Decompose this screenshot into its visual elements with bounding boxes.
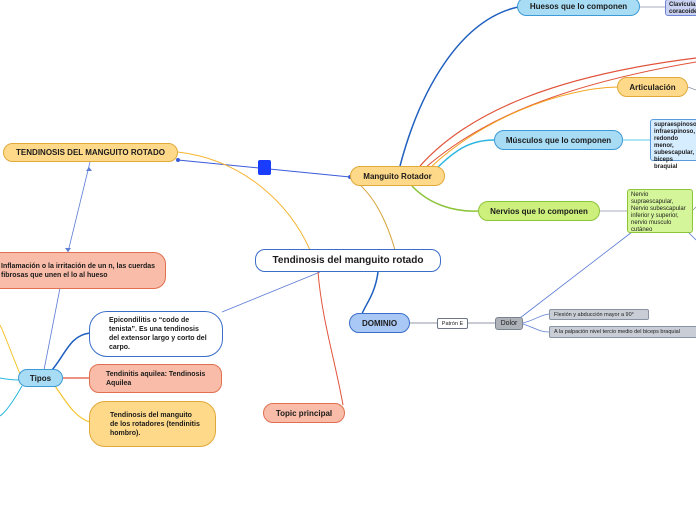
link-central-dominio [361,271,379,315]
dolor-label: Dolor [500,320,518,327]
link-central-manguito [349,176,396,251]
link-dolor-nervios [519,231,633,319]
huesos-detail-text: Clavícula, coracoides [669,2,696,15]
musculos-node[interactable]: Músculos que lo componen [494,130,623,150]
link-manguito-articulacion [429,86,619,169]
link-central-title [177,151,311,251]
nervios-label: Nervios que lo componen [490,206,588,216]
patron-label: Patrón E [441,320,464,327]
tendinosis-title-node[interactable]: TENDINOSIS DEL MANGUITO ROTADO [3,143,178,162]
huesos-label: Huesos que lo componen [529,2,628,11]
central-topic-label: Tendinosis del manguito rotado [272,255,424,266]
tipo-manguito-text: Tendinosis del manguito de los rotadores… [110,411,200,437]
nervios-node[interactable]: Nervios que lo componen [478,201,600,221]
huesos-node[interactable]: Huesos que lo componen [517,0,640,16]
tipo-aquilea[interactable]: Tendinitis aquilea: Tendinosis Aquilea [89,364,222,393]
definition-text: Inflamación o la irritación de un n, las… [1,262,156,279]
link-tipos-epi [51,332,91,371]
central-topic[interactable]: Tendinosis del manguito rotado [255,249,441,272]
articulacion-node[interactable]: Articulación [617,77,688,97]
dominio-node[interactable]: DOMINIO [349,313,410,333]
drag-handle[interactable] [258,160,271,175]
link-def-tipos [43,287,61,371]
link-central-epi [221,271,321,313]
tendinosis-title-label: TENDINOSIS DEL MANGUITO ROTADO [16,148,165,157]
dolor-node[interactable]: Dolor [495,317,523,330]
link-manguito-huesos [399,6,519,167]
musculos-label: Músculos que lo componen [505,135,612,145]
dominio-label: DOMINIO [361,318,398,328]
link-tipos-manguito [54,385,91,423]
link-central-topic [317,271,344,406]
dolor-item-1-text: Flexión y abducción mayor a 90° [554,311,634,318]
link-manguito-nervios [411,185,479,212]
articulacion-label: Articulación [629,82,676,92]
nervios-detail-text: Nervio supraescapular, Nervio subescapul… [631,192,686,233]
patron-tag[interactable]: Patrón E [437,318,468,329]
tipo-epicondilitis[interactable]: Epicondilitis o “codo de tenista”. Es un… [89,311,223,357]
musculos-detail-text: supraespinoso, infraespinoso, redondo me… [654,122,696,170]
definition-node[interactable]: Inflamación o la irritación de un n, las… [0,252,166,289]
musculos-detail[interactable]: supraespinoso, infraespinoso, redondo me… [650,119,696,170]
topic-principal-node[interactable]: Topic principal [263,403,345,423]
link-title-definition [67,161,91,253]
link-manguito-red1 [419,57,696,167]
tipos-node[interactable]: Tipos [18,369,63,387]
tipo-manguito[interactable]: Tendinosis del manguito de los rotadores… [89,401,216,447]
dolor-item-2-text: A la palpación nivel tercio medio del bi… [554,329,680,335]
tipo-aquilea-text: Tendinitis aquilea: Tendinosis Aquilea [106,370,206,387]
link-dolor-item1 [522,313,550,324]
nervios-detail[interactable]: Nervio supraescapular, Nervio subescapul… [627,189,693,233]
topic-principal-label: Topic principal [275,408,333,418]
manguito-rotador-node[interactable]: Manguito Rotador [350,166,445,186]
dolor-item-1[interactable]: Flexión y abducción mayor a 90° [549,309,649,320]
link-manguito-red2 [424,61,696,169]
dolor-item-2[interactable]: A la palpación nivel tercio medio del bi… [549,326,696,338]
link-dolor-item2 [522,323,550,333]
tipo-epicondilitis-text: Epicondilitis o “codo de tenista”. Es un… [109,317,207,351]
manguito-rotador-label: Manguito Rotador [363,171,432,181]
huesos-detail[interactable]: Clavícula, coracoides [665,0,696,16]
tipos-label: Tipos [29,373,52,383]
link-manguito-musculos [434,139,495,171]
